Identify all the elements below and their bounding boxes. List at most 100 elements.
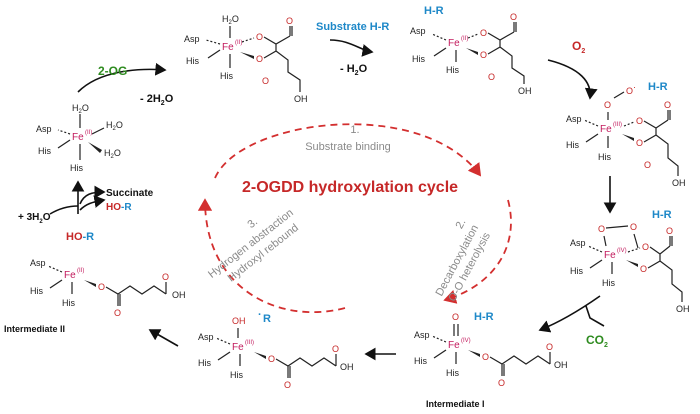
complex-c-o2: O: [480, 50, 487, 60]
step-3-label: 3. Hydrogen abstraction Hydroxyl rebound: [206, 207, 301, 285]
complex-d-oh: OH: [672, 178, 686, 188]
complex-e-o-top-left: O: [598, 224, 605, 234]
complex-d-o3: O: [664, 100, 671, 110]
complex-b-ox-state: (II): [235, 40, 242, 46]
reagent-o2: O2: [572, 39, 585, 55]
complex-d-iron: Fe: [600, 124, 612, 135]
complex-e-o-top-right: O: [630, 222, 637, 232]
wedge: [84, 280, 96, 287]
complex-h-his-bottom: His: [62, 298, 75, 308]
arrow-succinate-out: [79, 185, 106, 205]
complex-d-o4: O: [644, 160, 651, 170]
complex-g-iron: Fe: [232, 342, 244, 353]
bond: [47, 265, 63, 273]
complex-a-water-right: H2O: [106, 120, 123, 132]
complex-g-o-ester: O: [268, 354, 275, 364]
complex-h-his-left: His: [30, 286, 43, 296]
complex-b-oh: OH: [294, 94, 308, 104]
bond: [583, 119, 599, 127]
bond: [487, 22, 525, 84]
bond: [217, 351, 231, 361]
arrow-e-to-f: [538, 295, 601, 333]
bond: [241, 37, 255, 43]
wedge: [88, 142, 102, 153]
bond: [467, 33, 479, 39]
complex-a-ox-state: (II): [85, 130, 92, 136]
complex-e-hr: H-R: [652, 209, 672, 221]
complex-g-oh: OH: [232, 316, 246, 326]
complex-f-his-bottom: His: [446, 368, 459, 378]
complex-b-o1: O: [256, 32, 263, 42]
complex-e-asp: Asp: [570, 238, 586, 248]
reagent-minus-h2o: - H2O: [340, 63, 368, 77]
bond: [433, 47, 447, 57]
complex-c-hr: H-R: [424, 5, 444, 17]
step-3-number: 3.: [245, 216, 260, 231]
wedge: [466, 48, 478, 55]
complex-g-asp: Asp: [198, 332, 214, 342]
complex-substrate-bound: H-R Fe (II) Asp His His O O O O OH: [410, 5, 532, 96]
arrow-c-to-d: [547, 59, 598, 100]
complex-h-product: HO-R: [66, 231, 94, 243]
complex-e-his-left: His: [570, 266, 583, 276]
complex-f-o-oxo: O: [452, 312, 459, 322]
complex-b-o2: O: [256, 54, 263, 64]
complex-c-his-bottom: His: [446, 65, 459, 75]
wedge: [468, 350, 480, 357]
complex-f-o-acid: O: [546, 342, 553, 352]
complex-intermediate-1: H-R O Fe (IV) Asp His His O O O OH Inter…: [414, 311, 568, 409]
complex-f-iron: Fe: [448, 340, 460, 351]
bond: [431, 33, 447, 41]
bond: [57, 129, 71, 135]
arrow-co2-branch: [585, 305, 605, 327]
complex-h-oh: OH: [172, 290, 186, 300]
intermediate-1-label: Intermediate I: [426, 399, 485, 409]
cycle-arc-top: [214, 123, 482, 179]
complex-d-o1: O: [636, 116, 643, 126]
complex-b-o4: O: [262, 76, 269, 86]
bond: [589, 259, 603, 269]
wedge: [626, 260, 638, 267]
complex-g-o-carbonyl: O: [284, 380, 291, 390]
bond: [647, 236, 683, 302]
complex-intermediate-2: HO-R Fe (II) Asp His His O O O OH Interm…: [4, 231, 186, 334]
arrow-b-to-c: [329, 39, 374, 57]
complex-c-o3: O: [510, 12, 517, 22]
complex-fe3-hydroxo: · R OH Fe (III) Asp His His O O O OH: [198, 309, 354, 390]
arrow-water-in: [49, 205, 79, 215]
bond: [105, 282, 167, 306]
complex-c-ox-state: (II): [461, 36, 468, 42]
complex-e-oh: OH: [676, 304, 690, 314]
complex-fe3-superoxo: H-R O· O Fe (III) Asp His His O O O O OH: [566, 81, 686, 188]
complex-b-asp: Asp: [184, 34, 200, 44]
step-2-number: 2.: [453, 217, 468, 231]
complex-c-o1: O: [480, 28, 487, 38]
complex-a-water-top: H2O: [72, 103, 89, 115]
complex-e-his-bottom: His: [602, 278, 615, 288]
bond: [431, 335, 447, 343]
bond: [585, 133, 599, 143]
complex-e-o1: O: [642, 242, 649, 252]
complex-b-his-left: His: [186, 56, 199, 66]
complex-d-o2: O: [636, 138, 643, 148]
complex-d-his-left: His: [566, 140, 579, 150]
complex-h-o-acid: O: [162, 272, 169, 282]
complex-f-hr: H-R: [474, 311, 494, 323]
cycle-arc-right: [443, 199, 512, 304]
complex-c-oh: OH: [518, 86, 532, 96]
complex-c-iron: Fe: [448, 38, 460, 49]
complex-f-ox-state: (IV): [461, 338, 471, 344]
complex-g-acid-oh: OH: [340, 362, 354, 372]
wedge: [240, 52, 254, 59]
complex-e-o2: O: [640, 264, 647, 274]
wedge: [622, 134, 634, 141]
complex-e-o3: O: [666, 226, 673, 236]
arrow-hor-out: [79, 195, 106, 211]
complex-d-o-fe: O: [604, 100, 611, 110]
reagent-minus-water: - 2H2O: [140, 93, 174, 107]
complex-e-iron: Fe: [604, 250, 616, 261]
complex-f-o-ester: O: [482, 352, 489, 362]
step-1-number: 1.: [350, 124, 359, 136]
complex-h-o-carbonyl: O: [114, 308, 121, 318]
